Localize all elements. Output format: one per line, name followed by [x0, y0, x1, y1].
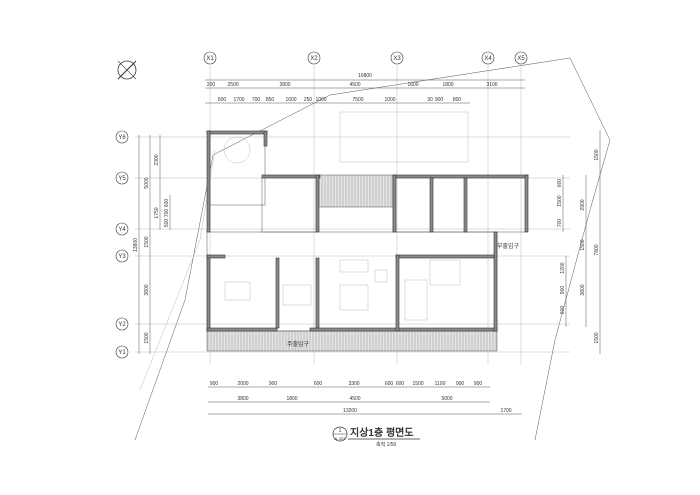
grid-bubble-x2: X2 — [307, 51, 321, 65]
marker-number: 1 — [339, 428, 342, 434]
svg-text:3300: 3300 — [348, 381, 359, 387]
svg-text:600: 600 — [396, 381, 405, 387]
grid-bubble-y2: Y2 — [115, 317, 129, 331]
svg-text:1500: 1500 — [412, 381, 423, 387]
svg-text:600: 600 — [218, 97, 227, 103]
grid-bubble-y1: Y1 — [115, 345, 129, 359]
svg-text:1800: 1800 — [286, 396, 297, 402]
right-dimensions: 1500 600 1500 700 2900 1500 7800 1200 90… — [557, 149, 600, 343]
front-terrace — [206, 330, 498, 352]
side-entrance-label: 부출입구 — [497, 242, 520, 250]
svg-text:X3: X3 — [393, 56, 401, 62]
svg-text:1500: 1500 — [557, 195, 563, 206]
svg-text:900: 900 — [269, 381, 278, 387]
svg-text:X4: X4 — [484, 56, 492, 62]
svg-text:900: 900 — [474, 381, 483, 387]
svg-text:500: 500 — [164, 219, 170, 228]
svg-text:1700: 1700 — [500, 408, 511, 414]
svg-text:1500: 1500 — [580, 239, 586, 250]
svg-text:2000: 2000 — [237, 381, 248, 387]
svg-text:Y1: Y1 — [118, 350, 126, 356]
svg-text:2500: 2500 — [227, 82, 238, 88]
svg-text:1500: 1500 — [144, 236, 150, 247]
grid-bubble-x1: X1 — [203, 51, 217, 65]
svg-text:4500: 4500 — [349, 396, 360, 402]
svg-text:X2: X2 — [310, 56, 318, 62]
svg-text:1500: 1500 — [144, 332, 150, 343]
svg-text:600: 600 — [560, 306, 566, 315]
svg-text:2900: 2900 — [580, 199, 586, 210]
grid-bubble-x5: X5 — [514, 51, 528, 65]
drawing-title: 지상1층 평면도 — [350, 426, 414, 439]
svg-text:7500: 7500 — [352, 97, 363, 103]
bottom-dimensions: 900 2000 900 600 3300 600 600 1500 1100 … — [210, 381, 512, 414]
svg-text:1000: 1000 — [384, 97, 395, 103]
svg-text:900: 900 — [560, 286, 566, 295]
grid-bubble-y3: Y3 — [115, 249, 129, 263]
svg-text:200: 200 — [207, 82, 216, 88]
svg-text:5000: 5000 — [144, 177, 150, 188]
svg-text:Y4: Y4 — [118, 227, 126, 233]
svg-text:600: 600 — [557, 179, 563, 188]
svg-text:1750: 1750 — [154, 207, 160, 218]
svg-text:X5: X5 — [517, 56, 525, 62]
svg-text:900: 900 — [435, 97, 444, 103]
svg-text:1000: 1000 — [315, 97, 326, 103]
svg-text:2300: 2300 — [154, 154, 160, 165]
svg-text:250: 250 — [304, 97, 313, 103]
grid-bubble-y5: Y5 — [115, 171, 129, 185]
top-dimensions: 16800 200 2500 2800 4500 1600 1800 3100 … — [207, 73, 498, 103]
svg-text:700: 700 — [252, 97, 261, 103]
svg-text:700: 700 — [164, 209, 170, 218]
svg-text:Y3: Y3 — [118, 254, 126, 260]
svg-text:30: 30 — [427, 97, 433, 103]
svg-text:900: 900 — [210, 381, 219, 387]
svg-text:2800: 2800 — [279, 82, 290, 88]
grid-lines — [135, 65, 570, 365]
svg-text:1100: 1100 — [435, 381, 446, 387]
svg-text:600: 600 — [314, 381, 323, 387]
svg-text:3800: 3800 — [237, 396, 248, 402]
svg-text:600: 600 — [164, 199, 170, 208]
svg-text:3800: 3800 — [580, 284, 586, 295]
grid-bubble-y4: Y4 — [115, 222, 129, 236]
svg-text:16800: 16800 — [358, 73, 372, 79]
svg-text:1600: 1600 — [285, 97, 296, 103]
main-entrance-label: 주출입구 — [287, 340, 310, 348]
site-boundary — [134, 57, 611, 441]
svg-text:X1: X1 — [206, 56, 214, 62]
svg-text:900: 900 — [456, 381, 465, 387]
svg-text:Y6: Y6 — [118, 135, 126, 141]
drawing-title-block: 1 A-302 지상1층 평면도 축척 1/50 — [332, 426, 420, 448]
courtyard-deck — [317, 174, 394, 208]
grid-bubble-x4: X4 — [481, 51, 495, 65]
marker-sheet: A-302 — [335, 436, 346, 441]
svg-text:800: 800 — [453, 97, 462, 103]
svg-text:600: 600 — [385, 381, 394, 387]
svg-text:1800: 1800 — [442, 82, 453, 88]
svg-text:3100: 3100 — [486, 82, 497, 88]
svg-text:13200: 13200 — [343, 408, 357, 414]
drawing-scale: 축척 1/50 — [376, 441, 397, 448]
building-plan — [206, 130, 529, 352]
svg-text:3800: 3800 — [144, 284, 150, 295]
svg-text:700: 700 — [557, 219, 563, 228]
svg-text:1700: 1700 — [233, 97, 244, 103]
svg-text:1500: 1500 — [594, 149, 600, 160]
svg-text:7800: 7800 — [594, 244, 600, 255]
svg-text:5000: 5000 — [441, 396, 452, 402]
svg-text:1600: 1600 — [407, 82, 418, 88]
north-arrow-icon — [117, 60, 137, 80]
svg-text:Y2: Y2 — [118, 322, 126, 328]
svg-text:1200: 1200 — [560, 262, 566, 273]
grid-bubble-y6: Y6 — [115, 130, 129, 144]
svg-text:13800: 13800 — [133, 238, 139, 252]
svg-text:850: 850 — [266, 97, 275, 103]
svg-text:Y5: Y5 — [118, 176, 126, 182]
grid-bubble-x3: X3 — [390, 51, 404, 65]
left-dimensions: 13800 5000 1500 3800 1500 2300 1750 600 … — [133, 154, 170, 343]
svg-text:1500: 1500 — [594, 332, 600, 343]
svg-text:4500: 4500 — [349, 82, 360, 88]
